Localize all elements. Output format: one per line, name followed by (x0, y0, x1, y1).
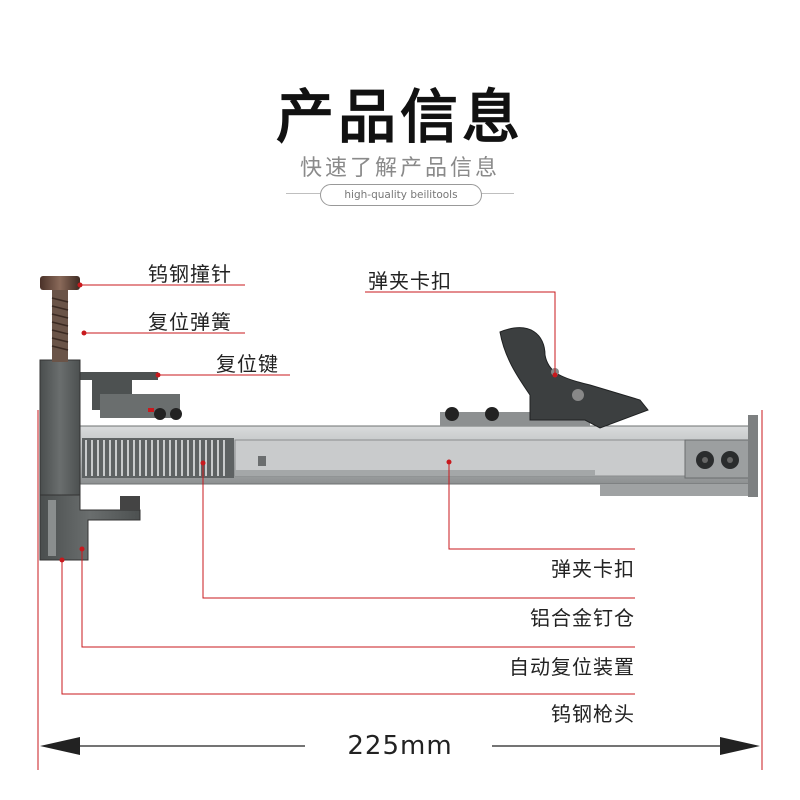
dimension-arrow (40, 737, 760, 755)
tungsten-striker (40, 276, 80, 362)
reset-key (78, 372, 182, 420)
page-title: 产品信息 (275, 83, 524, 151)
dimension-length: 225mm (347, 731, 453, 761)
label-reset-spring: 复位弹簧 (148, 310, 232, 334)
tagline-divider-right (480, 193, 514, 194)
dimension-extension-lines (37, 410, 763, 770)
callout-leaders (61, 284, 635, 695)
label-aluminum-magazine: 铝合金钉仓 (530, 606, 635, 630)
label-clip-buckle-top: 弹夹卡扣 (368, 269, 452, 293)
page-subtitle: 快速了解产品信息 (299, 156, 500, 181)
label-auto-reset-device: 自动复位装置 (509, 655, 635, 679)
tool-body (39, 359, 141, 561)
tagline-badge: high-quality beilitools (320, 184, 482, 206)
label-clip-buckle-bottom: 弹夹卡扣 (551, 557, 635, 581)
label-reset-key: 复位键 (216, 352, 279, 376)
label-tungsten-striker: 钨钢撞针 (148, 262, 232, 286)
magazine-spring (82, 438, 234, 478)
tagline-divider-left (286, 193, 320, 194)
callout-dots (59, 282, 558, 563)
aluminum-magazine-rail (69, 425, 756, 496)
clip-buckle-latch (499, 327, 649, 429)
end-cap (684, 415, 758, 497)
label-tungsten-gun-head: 钨钢枪头 (551, 702, 635, 726)
